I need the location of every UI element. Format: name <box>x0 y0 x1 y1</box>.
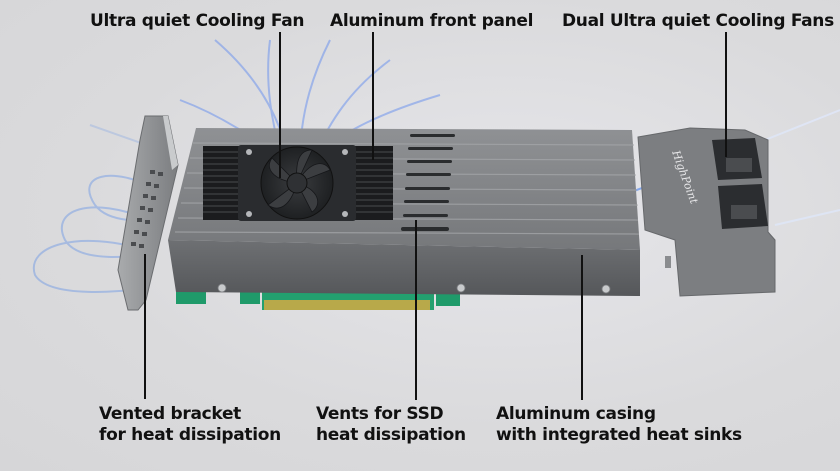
leader-line-vents <box>415 220 417 400</box>
dual-fan-module <box>637 127 776 297</box>
gold-fingers <box>264 300 430 310</box>
callout-ssd-vents-line1: Vents for SSD <box>316 404 444 424</box>
callout-cooling-fan: Ultra quiet Cooling Fan <box>90 11 305 31</box>
callout-ssd-vents: Vents for SSD heat dissipation <box>316 404 466 446</box>
casing-screws <box>217 283 611 294</box>
callout-vented-bracket-line1: Vented bracket <box>99 404 242 424</box>
callout-aluminum-casing-line1: Aluminum casing <box>496 404 656 424</box>
callout-vented-bracket: Vented bracket for heat dissipation <box>99 404 281 446</box>
leader-line-front-panel <box>372 32 374 160</box>
leader-line-casing <box>581 255 583 400</box>
leader-line-dual-fans <box>725 32 727 157</box>
cooling-fan <box>238 145 356 221</box>
ssd-vents <box>401 134 455 231</box>
callout-aluminum-casing-line2: with integrated heat sinks <box>496 425 742 445</box>
callout-vented-bracket-line2: for heat dissipation <box>99 425 281 445</box>
callout-ssd-vents-line2: heat dissipation <box>316 425 466 445</box>
casing-side <box>168 240 640 296</box>
pcb-edge <box>176 290 460 310</box>
callout-aluminum-casing: Aluminum casing with integrated heat sin… <box>496 404 742 446</box>
callout-aluminum-front-panel: Aluminum front panel <box>330 11 534 31</box>
callout-dual-cooling-fans: Dual Ultra quiet Cooling Fans <box>562 11 834 31</box>
leader-line-fan <box>279 32 281 178</box>
leader-line-bracket <box>144 254 146 399</box>
vented-bracket <box>117 115 179 311</box>
